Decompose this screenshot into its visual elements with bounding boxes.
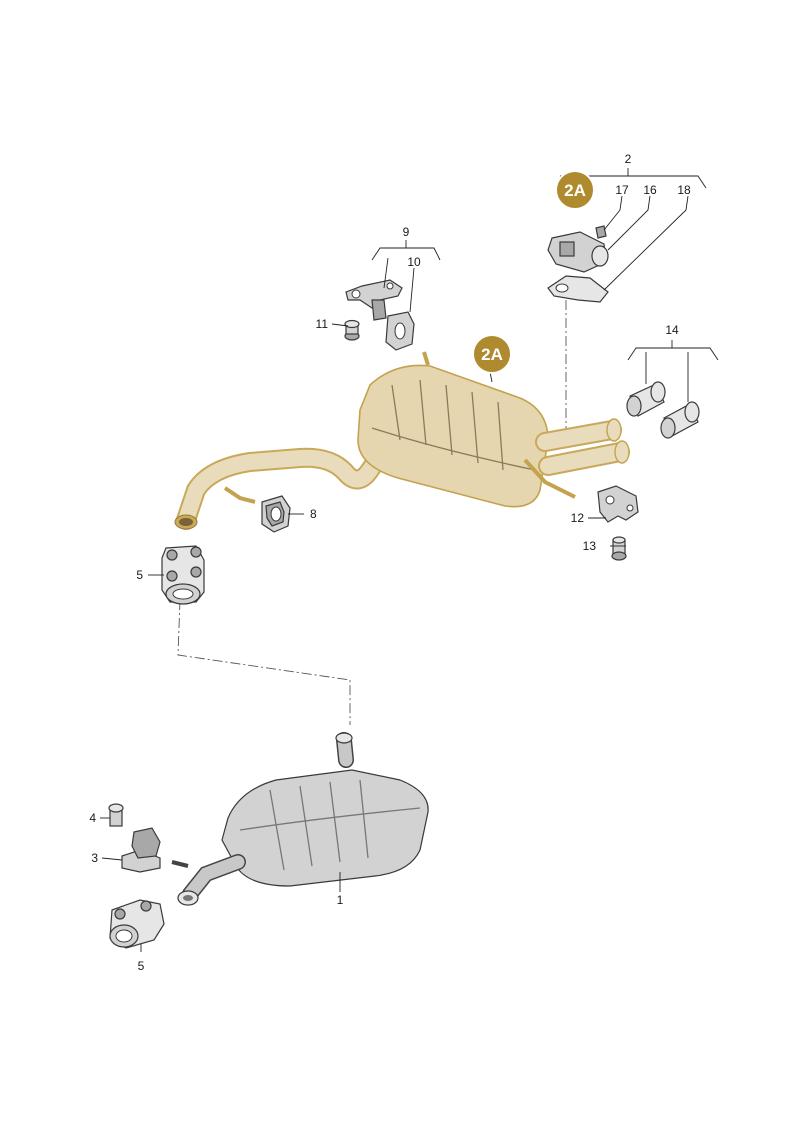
assembly-center-lines [177, 300, 567, 725]
nut-17[interactable] [595, 225, 607, 239]
callout-14: 14 [665, 323, 679, 337]
callout-13: 13 [583, 539, 597, 553]
callout-labels: 1 2 3 4 5 5 8 9 10 11 12 13 14 16 17 18 [89, 152, 691, 973]
gasket-18[interactable] [547, 275, 609, 303]
callout-12: 12 [571, 511, 585, 525]
callout-5-upper: 5 [136, 568, 143, 582]
callout-1: 1 [337, 893, 344, 907]
bolt-13[interactable] [611, 536, 627, 561]
rubber-mount-8[interactable] [261, 495, 291, 533]
bracket-3[interactable] [121, 827, 161, 873]
badge-2a-muffler: 2A [472, 334, 512, 374]
callout-17: 17 [615, 183, 629, 197]
bracket-9[interactable] [345, 279, 403, 321]
rear-silencer-assembly[interactable] [174, 351, 630, 530]
callout-8: 8 [310, 507, 317, 521]
callout-5-lower: 5 [138, 959, 145, 973]
leader-lines [100, 168, 719, 952]
callout-4: 4 [89, 811, 96, 825]
callout-3: 3 [91, 851, 98, 865]
actuator-16[interactable] [547, 231, 609, 273]
callout-11: 11 [316, 317, 329, 331]
bolt-4[interactable] [108, 803, 124, 827]
tailpipe-trims-14[interactable] [626, 381, 700, 439]
bracket-12[interactable] [597, 485, 639, 523]
callout-18: 18 [677, 183, 691, 197]
badge-2a-muffler-text: 2A [481, 345, 503, 364]
rubber-mount-10[interactable] [385, 311, 415, 351]
badge-2a-top-text: 2A [564, 181, 586, 200]
callout-10: 10 [407, 255, 421, 269]
callout-2: 2 [625, 152, 632, 166]
badge-2a-top: 2A [555, 170, 595, 210]
callout-9: 9 [403, 225, 410, 239]
callout-16: 16 [643, 183, 657, 197]
front-silencer-1[interactable] [171, 732, 429, 906]
pipe-clamp-upper[interactable] [161, 545, 205, 605]
pipe-clamp-lower[interactable] [109, 899, 165, 949]
bolt-11[interactable] [344, 319, 360, 341]
